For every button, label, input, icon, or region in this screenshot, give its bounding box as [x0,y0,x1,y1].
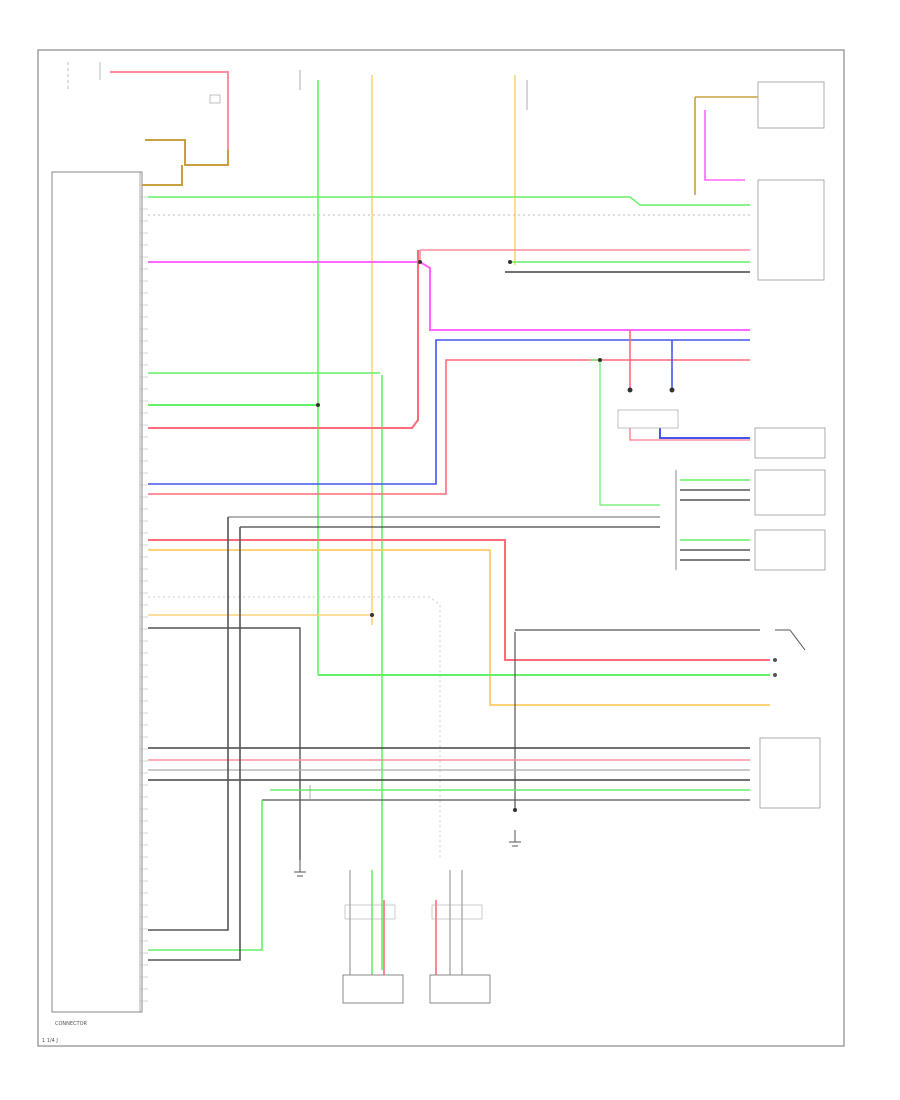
bottom-modules [342,870,491,1004]
mid-right-connectors [675,427,826,571]
switch-cluster [617,330,750,441]
ground-symbols [294,830,521,877]
left-control-unit [51,171,143,1013]
bottom-mark: 1 1/4 J [42,1038,58,1044]
left-unit-pins [140,184,148,1002]
diagram-frame [37,49,845,1047]
harness-wires [148,196,770,961]
right-switch [773,629,806,677]
top-right-module [757,81,825,129]
bottom-right-connector [759,737,821,809]
top-fuse-feeds [299,70,528,970]
splice-points [316,260,602,812]
top-left-connector [67,62,229,186]
connector-label-bottom-left: CONNECTOR [55,1021,88,1027]
